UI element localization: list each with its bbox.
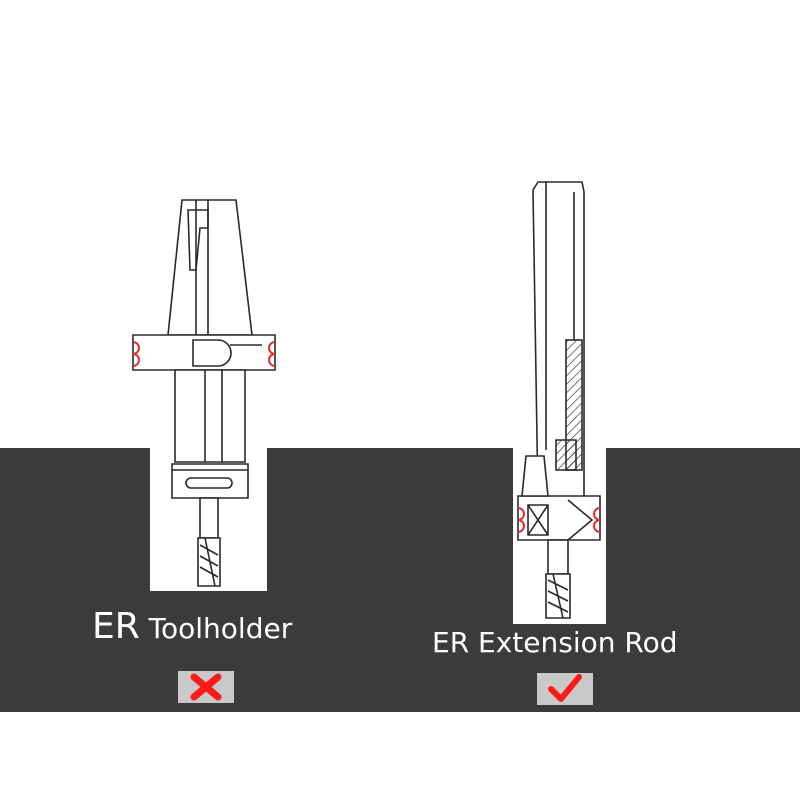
cross-icon [190, 673, 222, 701]
er-extension-rod-drawing [517, 181, 601, 619]
extension-rod-label: ER Extension Rod [432, 626, 678, 659]
check-badge [537, 673, 593, 705]
workpiece [0, 448, 800, 712]
cross-badge [178, 671, 234, 703]
check-icon [548, 674, 582, 702]
er-toolholder-drawing [132, 199, 276, 587]
toolholder-label: ER Toolholder [92, 606, 292, 647]
toolholder-label-rest: Toolholder [139, 612, 293, 645]
toolholder-label-prefix: ER [92, 606, 140, 647]
